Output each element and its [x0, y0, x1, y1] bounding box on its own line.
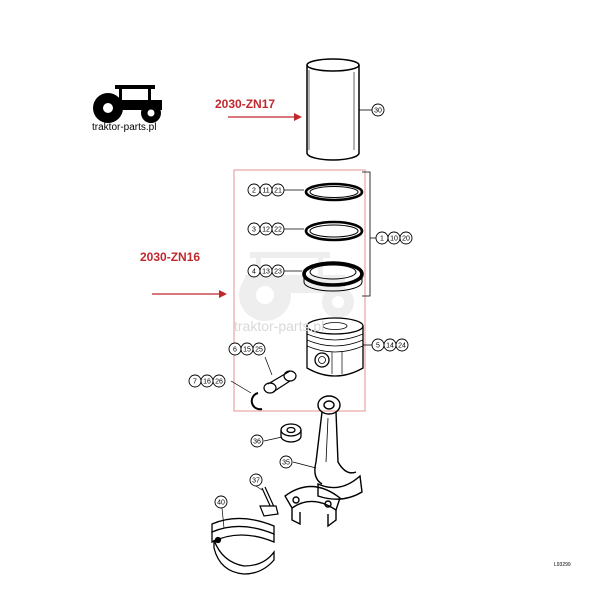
- callout-text: 11: [262, 188, 269, 195]
- callout-text: 3: [252, 227, 256, 234]
- callout-text: 13: [262, 269, 270, 276]
- rod-cap: [284, 485, 341, 528]
- cylinder-liner: [306, 58, 360, 161]
- logo-text: traktor-parts.pl: [92, 122, 157, 133]
- callout-text: 4: [252, 269, 256, 276]
- callout-ring-middle: 3 12 22: [247, 222, 285, 236]
- callout-bearing: 40: [214, 495, 228, 509]
- callout-circlip: 7 16 26: [188, 374, 226, 388]
- piston-pin: [263, 370, 297, 394]
- callout-text: 16: [203, 379, 211, 386]
- circlip: [250, 392, 263, 411]
- callout-text: 22: [274, 227, 282, 234]
- piston-ring-bottom: [302, 261, 364, 292]
- callout-text: 14: [386, 343, 394, 350]
- callout-text: 12: [262, 227, 270, 234]
- small-end-bush: [280, 423, 302, 443]
- callout-text: 40: [217, 500, 225, 507]
- callout-text: 15: [243, 347, 251, 354]
- callout-ring-set: 1 10 20: [375, 231, 413, 245]
- label-upper-kit: 2030-ZN17: [215, 97, 276, 111]
- callout-text: 7: [193, 379, 197, 386]
- callout-text: 36: [253, 439, 261, 446]
- arrow-lower-icon: [152, 290, 227, 298]
- callout-text: 37: [252, 478, 260, 485]
- callout-text: 26: [215, 379, 223, 386]
- piston-ring-top: [304, 182, 364, 202]
- callout-text: 35: [282, 460, 290, 467]
- callout-rod: 35: [279, 455, 293, 469]
- tractor-logo-icon: [93, 85, 162, 123]
- callout-bolt: 37: [249, 473, 263, 487]
- bearing-shells: [211, 517, 275, 575]
- callout-text: 20: [402, 236, 410, 243]
- callout-text: 10: [390, 236, 398, 243]
- callout-ring-bottom: 4 13 23: [247, 264, 285, 278]
- callout-text: 23: [274, 269, 282, 276]
- kit-frame: [233, 169, 366, 412]
- callout-text: 5: [376, 343, 380, 350]
- callout-piston: 5 14 24: [371, 338, 409, 352]
- callout-liner: 30: [371, 103, 385, 117]
- callout-text: 25: [255, 347, 263, 354]
- drawing-code: L93299: [554, 562, 571, 568]
- connecting-rod: [314, 395, 363, 500]
- callout-text: 2: [252, 188, 256, 195]
- watermark-text: traktor-parts.pl: [234, 318, 325, 334]
- piston-ring-middle: [304, 220, 364, 242]
- callout-text: 24: [398, 343, 406, 350]
- callout-pin: 6 15 25: [228, 342, 266, 356]
- label-lower-kit: 2030-ZN16: [140, 250, 201, 264]
- arrow-upper-icon: [228, 113, 302, 121]
- rod-bolt: [259, 486, 279, 517]
- callout-text: 21: [274, 188, 282, 195]
- callout-text: 6: [233, 347, 237, 354]
- callout-text: 30: [374, 108, 382, 115]
- callout-ring-top: 2 11 21: [247, 183, 285, 197]
- callout-bush: 36: [250, 434, 264, 448]
- watermark-tractor-icon: [239, 252, 354, 321]
- piston: [306, 317, 364, 377]
- callout-text: 1: [380, 236, 384, 243]
